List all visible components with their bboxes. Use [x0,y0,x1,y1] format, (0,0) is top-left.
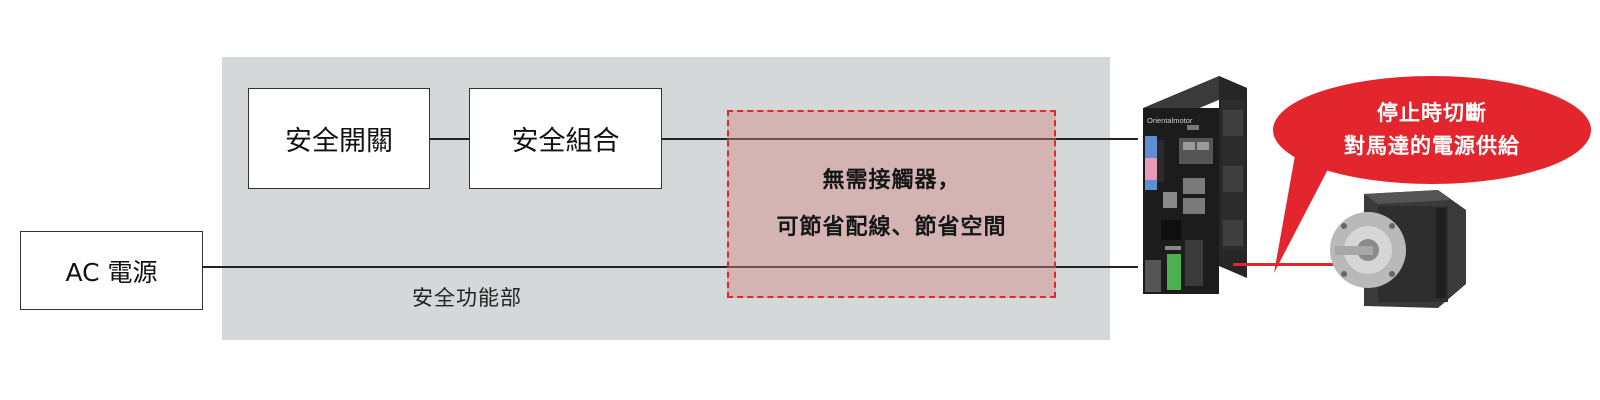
benefit-note-line-2: 可節省配線、節省空間 [776,215,1007,240]
motor-icon [1330,190,1466,308]
driver-to-motor-line [1233,263,1338,266]
ac-power-label: AC 電源 [65,257,158,287]
driver-brand: Orientalmotor [1147,116,1193,125]
safety-switch-label: 安全開關 [285,126,393,157]
benefit-note: 無需接觸器， 可節省配線、節省空間 [727,110,1056,298]
connector-unit-to-driver [662,138,1138,140]
stop-power-callout: 停止時切斷 對馬達的電源供給 [1273,76,1591,184]
motor-driver-icon: Orientalmotor [1143,76,1247,294]
safety-switch-box: 安全開關 [248,88,430,189]
connector-switch-to-unit [430,138,469,140]
callout-line-2: 對馬達的電源供給 [1344,134,1520,158]
callout-line-1: 停止時切斷 [1377,101,1487,125]
ac-power-box: AC 電源 [20,231,203,310]
safety-unit-box: 安全組合 [469,88,662,189]
callout-tail [1274,150,1338,273]
connector-power-to-driver [203,266,1138,268]
safety-section-label: 安全功能部 [412,286,522,310]
safety-unit-label: 安全組合 [511,126,620,157]
benefit-note-line-1: 無需接觸器， [822,168,961,193]
